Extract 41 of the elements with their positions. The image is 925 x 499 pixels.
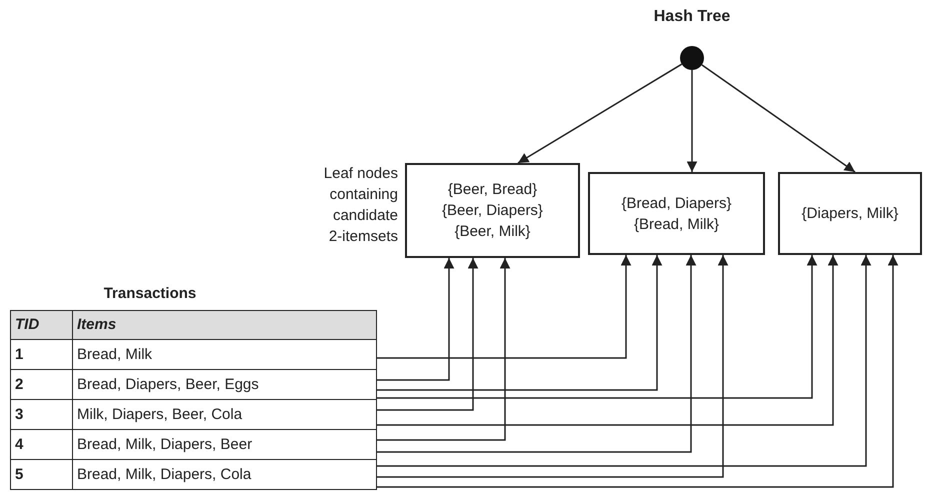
table-row xyxy=(10,430,377,460)
itemset-text: {Bread, Milk} xyxy=(634,214,720,234)
arrow xyxy=(377,255,838,426)
annotation-text: Leaf nodes containing candidate 2-itemsets xyxy=(322,164,398,247)
arrow xyxy=(518,64,682,164)
table-row xyxy=(10,370,377,400)
itemset-text: {Beer, Diapers} xyxy=(442,201,543,221)
arrow xyxy=(377,258,510,441)
table-cell-text: Bread, Milk xyxy=(76,345,152,365)
table-row xyxy=(10,340,377,370)
table-cell: 4 xyxy=(11,430,73,459)
table-cell-text: Bread, Diapers, Beer, Eggs xyxy=(76,375,259,395)
table-row xyxy=(10,460,377,490)
leaf-node-box xyxy=(405,163,580,258)
table-header-cell: TID xyxy=(10,310,72,340)
root-node-circle xyxy=(680,46,704,70)
table-cell: 3 xyxy=(11,400,73,429)
leaf-node-box xyxy=(588,172,765,255)
arrow xyxy=(701,64,856,173)
table-cell-text: Bread, Milk, Diapers, Beer xyxy=(76,435,252,455)
diagram-title: Hash Tree xyxy=(652,8,732,26)
arrow xyxy=(377,258,478,411)
arrow xyxy=(686,70,698,172)
itemset-text: {Beer, Milk} xyxy=(454,222,530,242)
table-cell: 2 xyxy=(11,370,73,399)
table-cell-text: Bread, Milk, Diapers, Cola xyxy=(76,465,252,485)
table-cell-text: Milk, Diapers, Beer, Cola xyxy=(76,405,242,425)
table-cell: 5 xyxy=(11,460,73,489)
leaf-node-box xyxy=(778,172,922,255)
arrow xyxy=(377,255,696,453)
arrow xyxy=(377,255,662,391)
itemset-text: {Beer, Bread} xyxy=(448,180,538,200)
arrow xyxy=(377,255,728,478)
table-header-cell: Items xyxy=(72,310,377,340)
table-row xyxy=(10,400,377,430)
arrow xyxy=(377,258,454,381)
itemset-text: {Bread, Diapers} xyxy=(621,194,732,214)
arrow xyxy=(377,255,818,399)
table-title: Transactions xyxy=(102,285,198,302)
arrow xyxy=(377,255,632,359)
itemset-text: {Diapers, Milk} xyxy=(802,204,898,224)
